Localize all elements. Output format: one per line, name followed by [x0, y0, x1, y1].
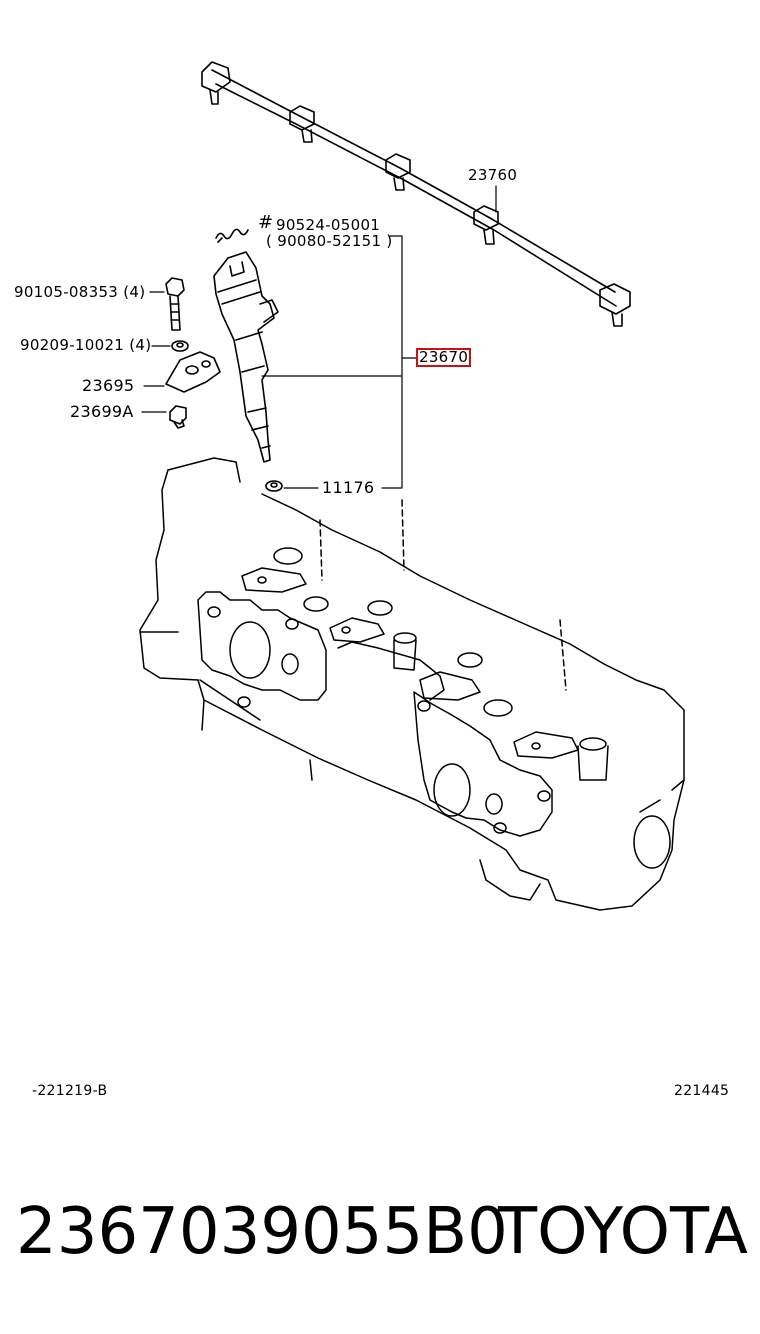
- label-seat[interactable]: 11176: [322, 478, 375, 497]
- seat-11176[interactable]: [265, 480, 319, 492]
- fuel-rail-23760[interactable]: [201, 61, 631, 327]
- label-gasket-part[interactable]: 90524-05001: [276, 216, 381, 234]
- collar-23699A[interactable]: [141, 405, 187, 429]
- label-injector-highlighted[interactable]: 23670: [415, 348, 472, 367]
- footer-brand: TOYOTA: [498, 1195, 748, 1269]
- cylinder-head: [139, 457, 685, 911]
- clamp-23695[interactable]: [143, 351, 221, 393]
- injector-23670[interactable]: [213, 251, 279, 463]
- injector-bracket: [261, 235, 417, 489]
- label-bolt[interactable]: 90105-08353 (4): [14, 283, 146, 301]
- label-hash-mark: #: [258, 212, 274, 233]
- label-clamp[interactable]: 23695: [82, 376, 135, 395]
- label-gasket-alt[interactable]: ( 90080-52151 ): [266, 232, 393, 250]
- gasket-mark: [215, 228, 249, 243]
- washer-90209-10021[interactable]: [151, 340, 189, 352]
- label-rail[interactable]: 23760: [468, 166, 518, 184]
- footer-part-number: 2367039055B0: [16, 1195, 508, 1269]
- diagram-code-left: -221219-B: [32, 1083, 108, 1099]
- label-collar[interactable]: 23699A: [70, 402, 134, 421]
- bolt-90105-08353[interactable]: [149, 277, 185, 331]
- diagram-code-right: 221445: [674, 1083, 730, 1099]
- label-washer[interactable]: 90209-10021 (4): [20, 336, 152, 354]
